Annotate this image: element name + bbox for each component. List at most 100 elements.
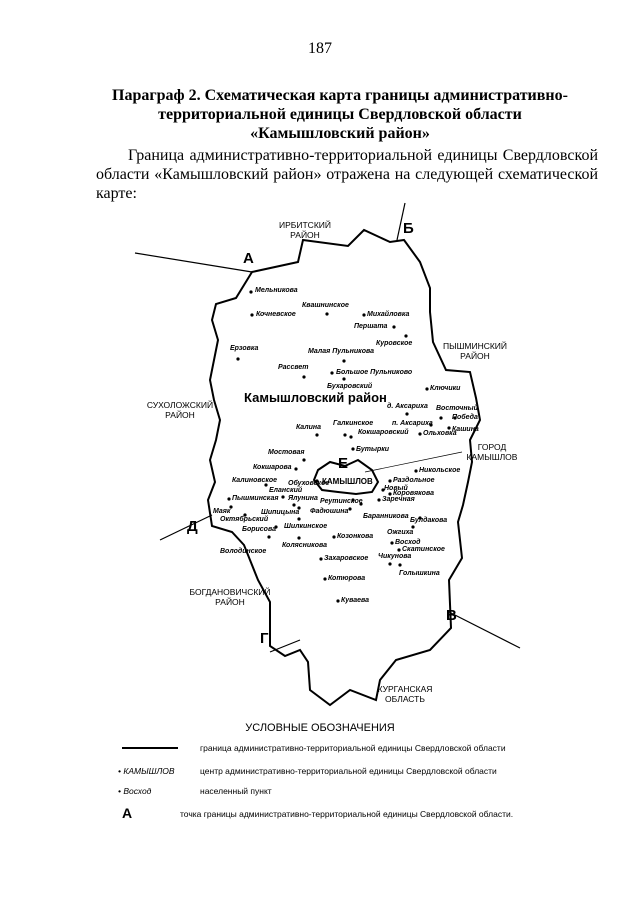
settlement-dot — [398, 563, 402, 567]
settlement-label: Баранникова — [363, 513, 409, 520]
settlement-label: д. Аксариха — [387, 403, 428, 410]
settlement-dot — [325, 312, 329, 316]
settlement-dot — [229, 505, 233, 509]
settlement-dot — [319, 557, 323, 561]
legend-symbol: А — [122, 805, 133, 821]
legend-symbol-text: КАМЫШЛОВ — [123, 766, 175, 776]
settlement-dot — [264, 483, 268, 487]
settlement-dot — [236, 357, 240, 361]
legend-symbol-text: Восход — [123, 786, 152, 796]
settlement-label: Куровское — [376, 340, 413, 347]
settlement-label: Володинское — [220, 548, 267, 555]
region-label: СУХОЛОЖСКИЙ РАЙОН — [146, 400, 214, 420]
settlement-label: Кочневское — [256, 311, 296, 318]
settlement-label: Еланский — [269, 487, 303, 494]
settlement-dot — [323, 577, 327, 581]
settlement-label: Бутырки — [356, 446, 390, 453]
settlement-label: Ольховка — [423, 430, 457, 437]
settlement-label: Маяк — [213, 508, 231, 515]
point-label: В — [446, 607, 457, 624]
settlement-dot — [453, 416, 457, 420]
settlement-label: Шипицына — [261, 509, 300, 516]
settlement-dot — [447, 426, 451, 430]
settlement-dot — [297, 517, 301, 521]
settlement-dot — [425, 387, 429, 391]
settlement-label: Восход — [395, 539, 421, 546]
boundary-line-v — [448, 611, 521, 649]
settlement-label: Ключики — [430, 385, 461, 392]
settlement-label: Новый — [384, 485, 408, 492]
settlement-dot — [418, 516, 422, 520]
settlement-label: Обуховское — [288, 480, 330, 487]
settlement-label: Победа — [452, 414, 478, 421]
settlement-label: Мельникова — [255, 287, 298, 294]
settlement-label: Бухаровский — [327, 383, 373, 390]
boundary-line-g — [269, 639, 301, 653]
settlement-label: Ерзовка — [230, 345, 259, 352]
settlement-dot — [267, 535, 271, 539]
legend-symbol: • КАМЫШЛОВ — [118, 766, 175, 776]
settlement-label: Квашнинское — [302, 302, 349, 309]
settlement-dot — [243, 513, 247, 517]
settlement-dot — [381, 488, 385, 492]
settlement-label: Кокшаровский — [358, 429, 409, 436]
settlement-label: п. Аксариха — [392, 420, 433, 427]
settlement-dot — [330, 371, 334, 375]
boundary-line-d — [159, 514, 213, 541]
settlement-dot — [377, 498, 381, 502]
settlement-dot — [405, 412, 409, 416]
settlement-dot — [336, 599, 340, 603]
settlement-label: Котюрова — [328, 575, 366, 582]
settlement-label: Шилкинское — [284, 523, 328, 530]
settlement-dot — [429, 423, 433, 427]
settlement-dot — [411, 525, 415, 529]
settlement-label: Скатинское — [402, 546, 445, 553]
settlement-dot — [388, 562, 392, 566]
settlement-label: Восточный — [436, 405, 478, 412]
legend-title: УСЛОВНЫЕ ОБОЗНАЧЕНИЯ — [245, 722, 395, 734]
settlement-label: Малая Пульникова — [308, 348, 375, 355]
settlement-dot — [362, 313, 366, 317]
settlement-label: Коровякова — [393, 490, 434, 497]
legend-text: точка границы административно-территориа… — [180, 809, 514, 819]
point-label: Д — [187, 518, 198, 535]
settlement-dot — [302, 458, 306, 462]
section-heading: Параграф 2. Схематическая карта границы … — [112, 87, 568, 142]
settlement-dots — [227, 290, 457, 603]
settlement-dot — [404, 334, 408, 338]
settlement-label: Колясникова — [282, 542, 328, 549]
settlement-label: Калина — [296, 424, 322, 431]
point-label: Б — [403, 220, 414, 237]
settlement-dot — [227, 497, 231, 501]
settlement-dot — [297, 506, 301, 510]
settlement-dot — [392, 325, 396, 329]
region-label: БОГДАНОВИЧСКИЙ РАЙОН — [189, 587, 271, 607]
kamyshlov-city-boundary — [312, 458, 380, 496]
settlement-dot — [388, 479, 392, 483]
settlement-dot — [274, 525, 278, 529]
district-boundary — [206, 228, 482, 707]
legend-text: населенный пункт — [200, 786, 272, 796]
settlement-dot — [439, 416, 443, 420]
boundary-line-b — [396, 202, 406, 241]
page-number: 187 — [308, 40, 332, 57]
settlement-dot — [343, 433, 347, 437]
settlement-dot — [348, 507, 352, 511]
settlement-label: Першата — [354, 323, 388, 330]
settlement-label: Булдакова — [410, 517, 448, 524]
settlement-dot — [349, 435, 353, 439]
settlement-dot — [397, 548, 401, 552]
settlement-label: Ожгиха — [387, 529, 414, 536]
settlement-dot — [294, 467, 298, 471]
region-label: ИРБИТСКИЙ РАЙОН — [279, 220, 331, 240]
settlement-label: Борисова — [242, 526, 276, 533]
settlement-dot — [315, 479, 319, 483]
settlement-dot — [414, 469, 418, 473]
boundary-line-a — [134, 252, 253, 273]
settlement-label: Захаровское — [324, 555, 369, 562]
settlement-dot — [342, 377, 346, 381]
region-label: ГОРОД КАМЫШЛОВ — [466, 442, 518, 462]
settlement-dot — [249, 290, 253, 294]
